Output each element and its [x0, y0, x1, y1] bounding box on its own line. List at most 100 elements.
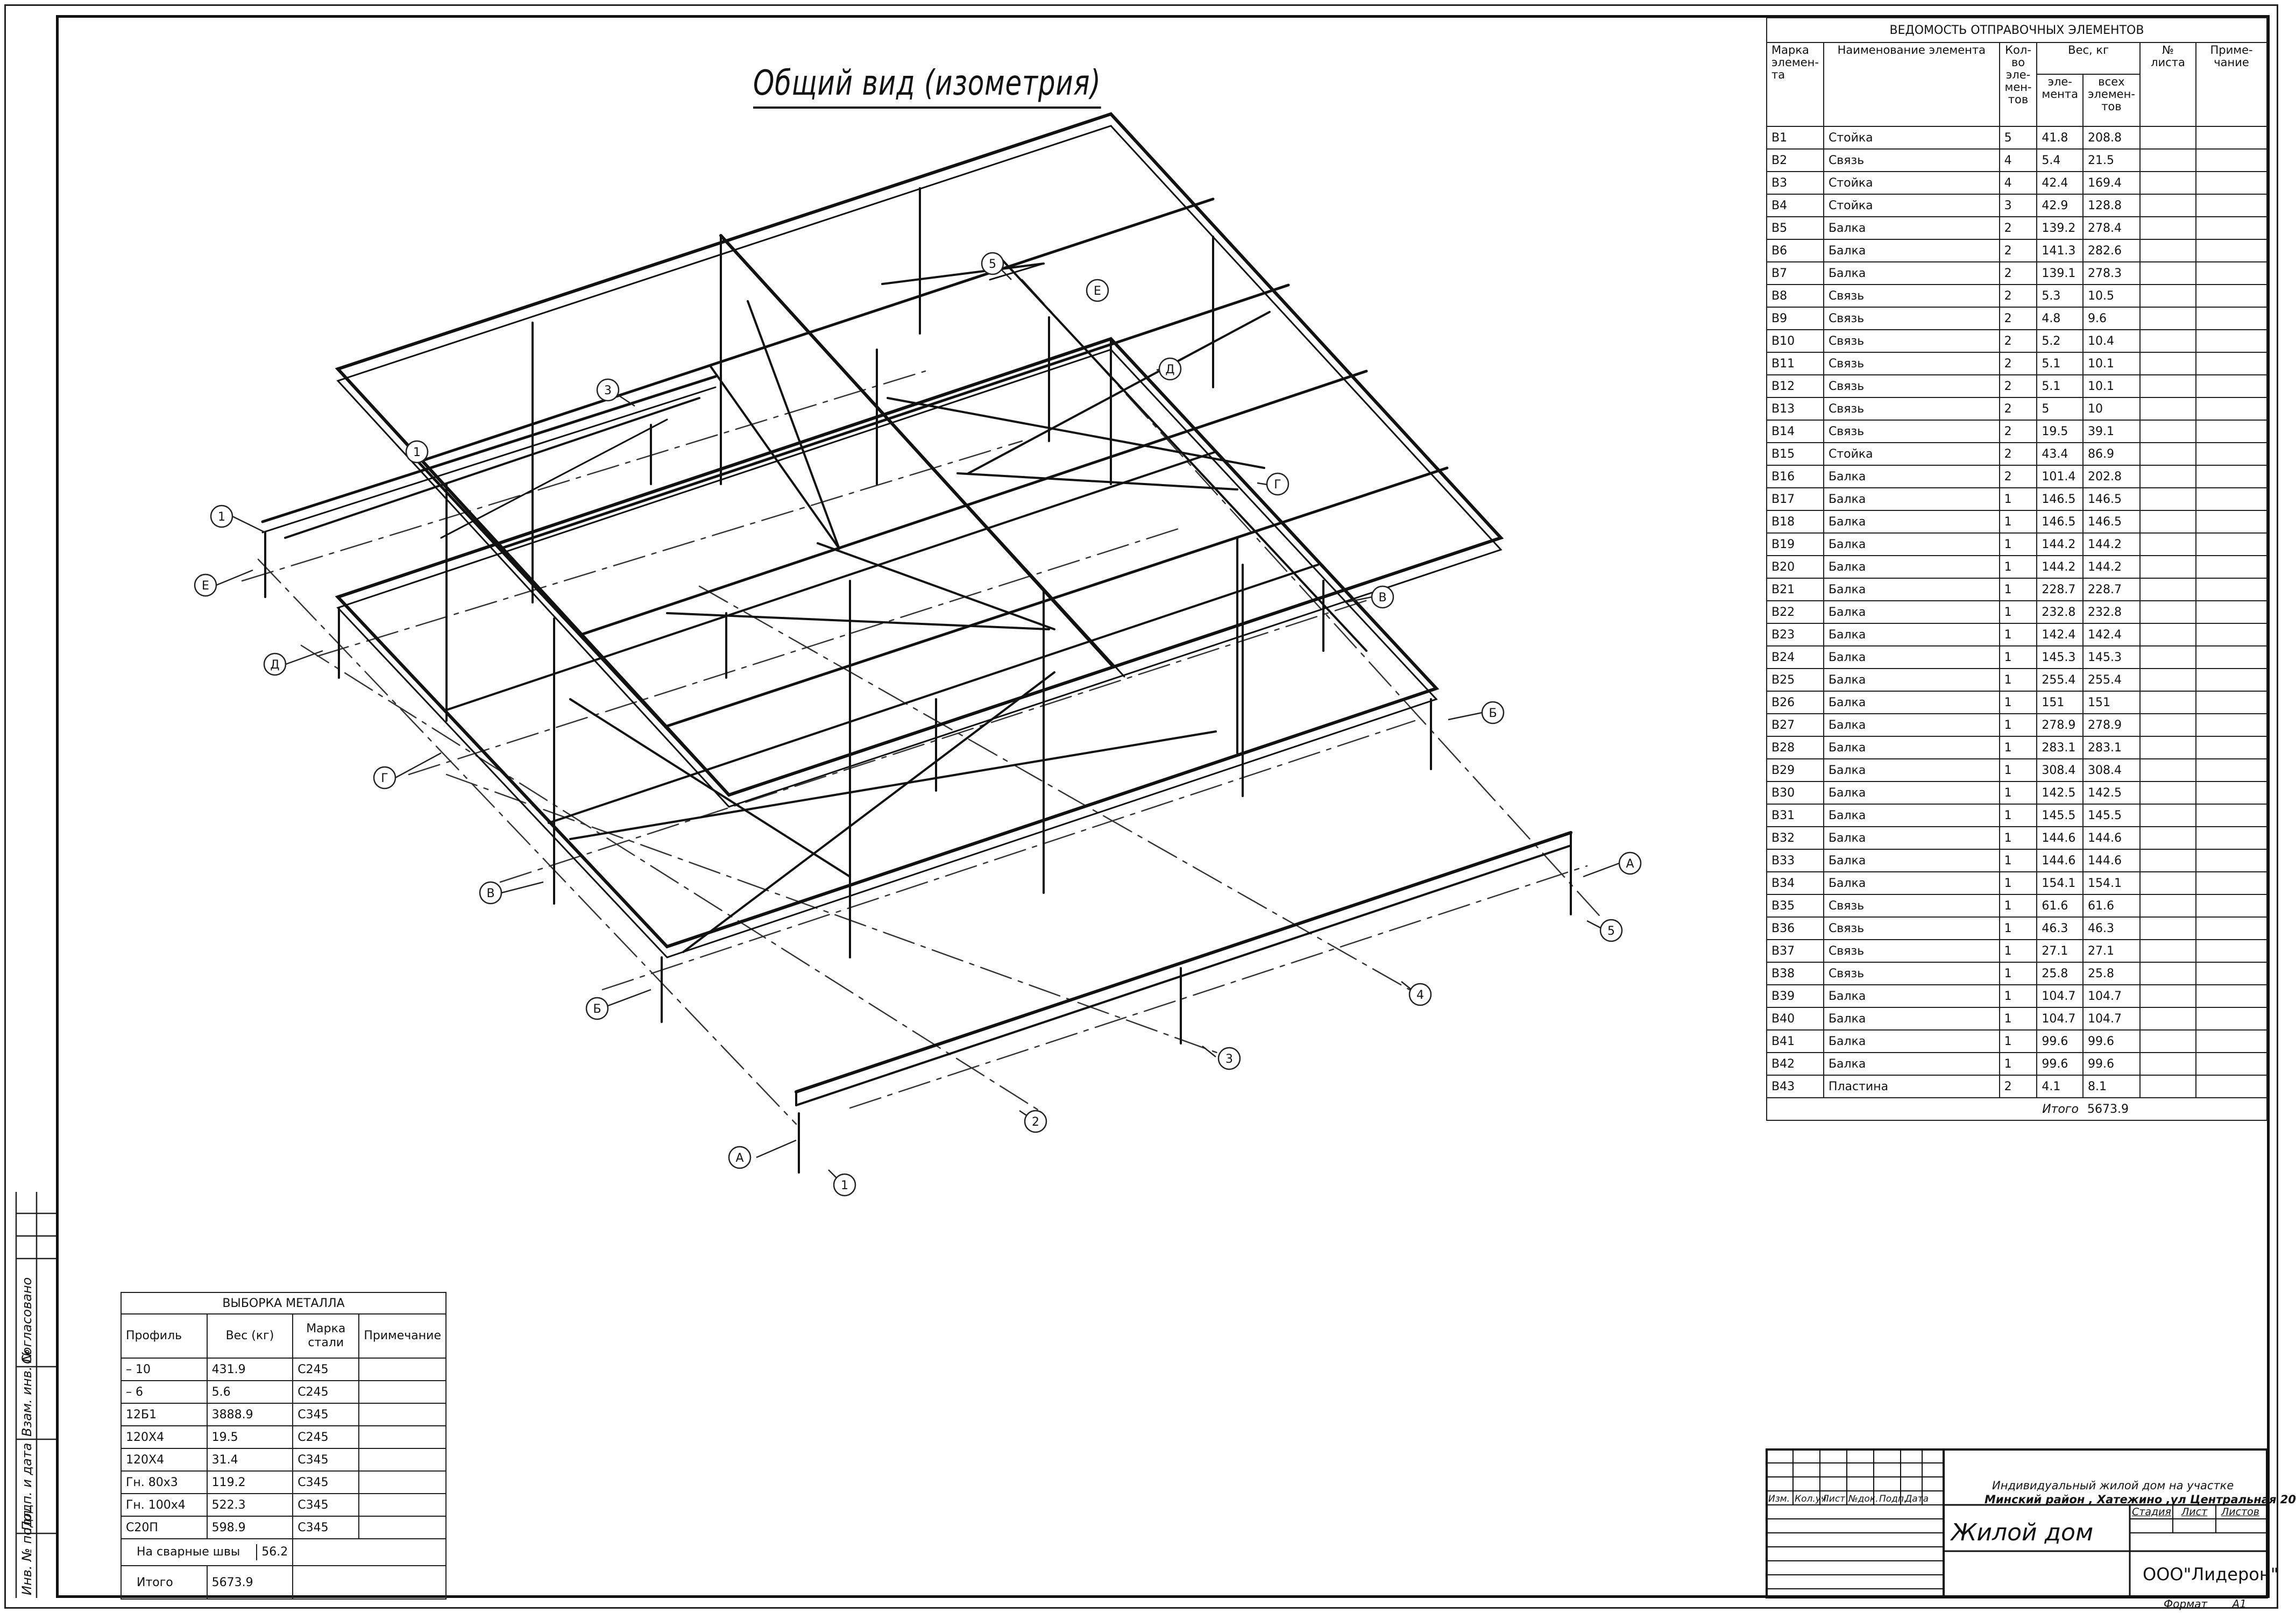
metal-total-empty: [292, 1565, 447, 1600]
spec-cell-qty: 2: [1999, 284, 2038, 308]
spec-cell-weight-el: 5.4: [2036, 148, 2084, 172]
spec-cell-name: Стойка: [1823, 442, 2000, 466]
spec-cell-note: [2195, 645, 2267, 669]
spec-cell-name: Связь: [1823, 307, 2000, 330]
metal-cell-steel: С345: [292, 1516, 360, 1539]
spec-cell-mark: В5: [1766, 216, 1824, 240]
spec-cell-qty: 2: [1999, 261, 2038, 285]
spec-cell-note: [2195, 691, 2267, 714]
spec-cell-note: [2195, 397, 2267, 421]
spec-cell-sheet: [2139, 894, 2197, 918]
spec-cell-weight-el: 308.4: [2036, 758, 2084, 782]
spec-cell-sheet: [2139, 307, 2197, 330]
spec-cell-weight-all: 142.4: [2082, 623, 2141, 646]
spec-cell-mark: В24: [1766, 645, 1824, 669]
spec-cell-weight-el: 145.3: [2036, 645, 2084, 669]
spec-cell-qty: 4: [1999, 148, 2038, 172]
spec-cell-qty: 1: [1999, 1029, 2038, 1053]
spec-cell-weight-all: 282.6: [2082, 239, 2141, 262]
spec-cell-weight-all: 154.1: [2082, 871, 2141, 895]
spec-cell-name: Балка: [1823, 804, 2000, 827]
spec-header-mark: Марка элемен- та: [1766, 42, 1824, 127]
spec-cell-mark: В8: [1766, 284, 1824, 308]
spec-cell-mark: В20: [1766, 555, 1824, 579]
metal-welds-text: На сварные швы: [137, 1545, 240, 1559]
spec-cell-sheet: [2139, 374, 2197, 398]
outer-frame: [4, 4, 2278, 1609]
spec-cell-weight-el: 5.1: [2036, 352, 2084, 375]
spec-header-weight-el: эле- мента: [2036, 74, 2084, 127]
spec-cell-qty: 2: [1999, 239, 2038, 262]
spec-cell-weight-el: 46.3: [2036, 916, 2084, 940]
spec-cell-name: Балка: [1823, 826, 2000, 850]
spec-cell-weight-all: 99.6: [2082, 1029, 2141, 1053]
spec-cell-note: [2195, 510, 2267, 534]
spec-cell-qty: 1: [1999, 781, 2038, 805]
axis-bubble-e-top: Е: [1094, 285, 1101, 298]
axis-bubble-3-top: 3: [604, 384, 612, 397]
spec-cell-qty: 1: [1999, 849, 2038, 872]
spec-cell-weight-all: 144.6: [2082, 849, 2141, 872]
spec-cell-note: [2195, 442, 2267, 466]
spec-cell-weight-all: 61.6: [2082, 894, 2141, 918]
spec-cell-weight-el: 4.1: [2036, 1075, 2084, 1098]
spec-cell-name: Балка: [1823, 555, 2000, 579]
spec-cell-weight-all: 10: [2082, 397, 2141, 421]
axis-bubble-e: Е: [202, 579, 209, 593]
spec-cell-mark: В17: [1766, 487, 1824, 511]
spec-cell-mark: В21: [1766, 578, 1824, 601]
spec-cell-mark: В35: [1766, 894, 1824, 918]
spec-cell-weight-el: 104.7: [2036, 1007, 2084, 1031]
spec-cell-weight-all: 46.3: [2082, 916, 2141, 940]
spec-cell-name: Балка: [1823, 668, 2000, 692]
spec-cell-qty: 1: [1999, 804, 2038, 827]
spec-cell-qty: 2: [1999, 352, 2038, 375]
spec-cell-note: [2195, 713, 2267, 737]
spec-cell-weight-el: 104.7: [2036, 984, 2084, 1008]
spec-cell-qty: 1: [1999, 668, 2038, 692]
spec-cell-sheet: [2139, 804, 2197, 827]
spec-cell-name: Балка: [1823, 984, 2000, 1008]
axis-bubble-d-inner: Д: [1165, 363, 1174, 376]
spec-cell-weight-el: 139.2: [2036, 216, 2084, 240]
spec-cell-weight-el: 5.2: [2036, 329, 2084, 353]
spec-cell-weight-el: 146.5: [2036, 487, 2084, 511]
metal-cell-steel: С245: [292, 1425, 360, 1449]
spec-cell-qty: 1: [1999, 645, 2038, 669]
spec-cell-note: [2195, 758, 2267, 782]
spec-header-weight-all: всех элемен- тов: [2082, 74, 2141, 127]
spec-cell-qty: 1: [1999, 623, 2038, 646]
stamp-col-doc: №док.: [1848, 1494, 1879, 1504]
spec-cell-weight-el: 61.6: [2036, 894, 2084, 918]
spec-cell-mark: В2: [1766, 148, 1824, 172]
spec-cell-note: [2195, 420, 2267, 443]
metal-cell-note: [358, 1448, 447, 1472]
spec-cell-mark: В15: [1766, 442, 1824, 466]
spec-cell-name: Стойка: [1823, 194, 2000, 217]
spec-cell-sheet: [2139, 1052, 2197, 1076]
spec-cell-name: Балка: [1823, 261, 2000, 285]
spec-cell-mark: В4: [1766, 194, 1824, 217]
spec-cell-note: [2195, 871, 2267, 895]
spec-cell-sheet: [2139, 442, 2197, 466]
metal-header-steel: Марка стали: [292, 1313, 360, 1359]
